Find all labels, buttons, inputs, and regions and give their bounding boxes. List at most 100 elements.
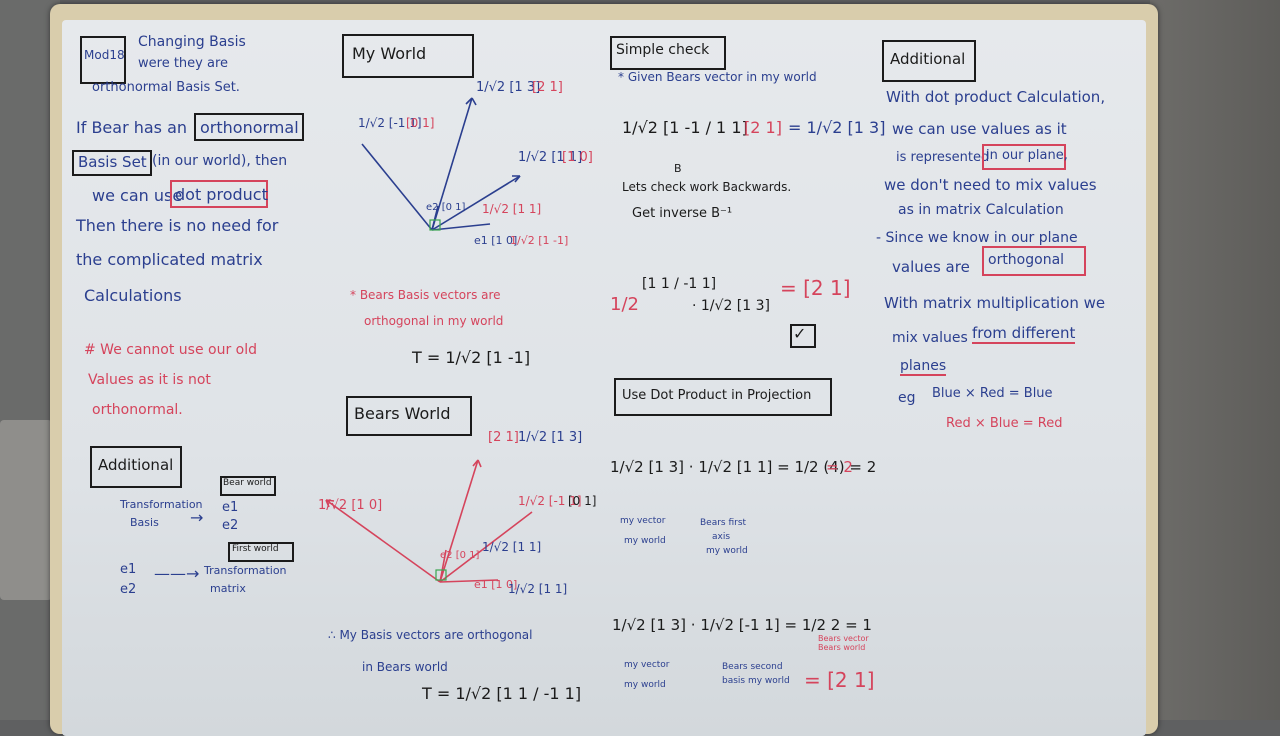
add-line7-box: orthogonal <box>988 252 1065 268</box>
col2-note-line1: * Bears Basis vectors are <box>350 288 501 302</box>
eq2-mat: [1 1 / -1 1] <box>642 276 717 292</box>
bw-green-square <box>435 569 447 581</box>
additional-box-left <box>90 446 182 488</box>
dot-product-box <box>170 180 268 208</box>
tick-mark: ✓ <box>793 324 807 343</box>
red-small: 1/√2 [1 1] <box>482 202 542 216</box>
bw-vector-up <box>439 459 479 583</box>
final-red: = [2 1] <box>804 668 875 692</box>
first-world-box <box>228 542 294 562</box>
transform-label2: Basis <box>130 516 159 529</box>
add-line6: - Since we know in our plane <box>876 230 1078 246</box>
bw-vec-d: 1/√2 [1 1] <box>482 540 542 554</box>
bw-e1: e1 [1 0] <box>474 578 518 591</box>
concl-line2: in Bears world <box>362 660 448 674</box>
vec-a: 1/√2 [1 3] <box>476 80 541 95</box>
e1-axis <box>431 223 491 231</box>
my-world-diagram <box>361 97 521 231</box>
para-line5: the complicated matrix <box>76 250 263 269</box>
note-line1: # We cannot use our old <box>84 342 258 358</box>
e2-a: e2 <box>222 518 239 533</box>
tick-box <box>790 324 816 348</box>
vector-up <box>431 97 473 231</box>
add-line4: we don't need to mix values <box>884 176 1097 194</box>
lbl-my-world1: my world <box>624 536 666 546</box>
vec-b-red: [0 1] <box>406 116 435 130</box>
para-box2: Basis Set <box>78 153 147 171</box>
transform-label3: Transformation <box>204 564 287 577</box>
bw-vec-a: 1/√2 [1 3] <box>518 430 583 445</box>
arrow-2: ——→ <box>154 564 200 583</box>
add-line1: With dot product Calculation, <box>886 88 1106 106</box>
bears-world-box <box>346 396 472 436</box>
e1-a: e1 <box>222 500 239 515</box>
lbl-bears-second: Bears second <box>722 662 783 672</box>
add-line3-box: in our plane, <box>986 148 1068 163</box>
bw-vec-c-red: [0 1] <box>568 494 597 508</box>
green-square <box>429 219 441 231</box>
concl-t: T = 1/√2 [1 1 / -1 1] <box>422 684 582 703</box>
heading-line2: were they are <box>138 56 229 71</box>
para-line6: Calculations <box>84 286 182 305</box>
bears-world-diagram <box>325 459 533 583</box>
add-line7: values are <box>892 258 970 276</box>
proj-eq2: 1/√2 [1 3] · 1/√2 [-1 1] = 1/2 2 = 1 <box>612 616 872 634</box>
bw-vector-right <box>439 511 533 583</box>
add-line2: we can use values as it <box>892 120 1067 138</box>
vec-c-red: [1 0] <box>562 150 593 165</box>
orthogonal-box <box>982 246 1086 276</box>
eq2-right-red: = [2 1] <box>780 276 851 300</box>
lbl-axis: axis <box>712 532 731 542</box>
e2-axis <box>431 205 439 231</box>
simple-check-box <box>610 36 726 70</box>
proj-eq: 1/√2 [1 3] · 1/√2 [1 1] = 1/2 (4) = 2 <box>610 458 877 476</box>
red-small2: 1/√2 [1 -1] <box>510 234 569 247</box>
e1-label: e1 [1 0] <box>474 234 518 247</box>
bw-e1-axis <box>439 579 499 583</box>
bears-vector-label: Bears vector Bears world <box>818 634 869 652</box>
whiteboard: Mod18 Changing Basis were they are ortho… <box>62 20 1146 736</box>
simple-check-title: Simple check <box>616 42 710 58</box>
lbl-basis-world: basis my world <box>722 676 790 686</box>
lbl-my-world2: my world <box>706 546 748 556</box>
my-world-box <box>342 34 474 78</box>
given-line: * Given Bears vector in my world <box>618 70 817 84</box>
additional-title-left: Additional <box>98 456 174 474</box>
lbl-my-world3: my world <box>624 680 666 690</box>
eq1-left: 1/√2 [1 -1 / 1 1] <box>622 118 748 137</box>
concl-line1: ∴ My Basis vectors are orthogonal <box>328 628 533 642</box>
para-box3: dot product <box>175 185 268 204</box>
transform-label4: matrix <box>210 582 246 595</box>
vec-a-red: [2 1] <box>532 80 563 95</box>
heading-line3: orthonormal Basis Set. <box>92 80 240 95</box>
bw-e2: e2 [0 1] <box>440 550 480 561</box>
eq1-right: = 1/√2 [1 3] <box>788 118 886 137</box>
bw-arrowhead-neg <box>325 499 335 508</box>
module-tag-box <box>80 36 126 84</box>
module-tag: Mod18 <box>84 48 125 62</box>
add-line5: as in matrix Calculation <box>898 202 1064 218</box>
bear-world-box <box>220 476 276 496</box>
eq1-mid-red: [2 1] <box>744 118 782 137</box>
arrowhead-right <box>512 175 521 183</box>
basis-set-box <box>72 150 152 176</box>
arrow-1: → <box>190 508 204 527</box>
my-world-title: My World <box>352 44 427 63</box>
eg-line2: Red × Blue = Red <box>946 416 1063 431</box>
proj-result-red: = 2 <box>826 458 853 476</box>
vector-neg <box>361 143 433 231</box>
box-world1: Bear world <box>223 478 272 488</box>
bw-vec-c: 1/√2 [-1 1] <box>518 494 582 508</box>
proj-title: Use Dot Product in Projection <box>622 388 812 403</box>
eg-line1: Blue × Red = Blue <box>932 386 1053 401</box>
vec-b: 1/√2 [-1 1] <box>358 116 422 130</box>
heading-line1: Changing Basis <box>138 34 246 50</box>
note-line3: orthonormal. <box>92 402 183 418</box>
box-world2: First world <box>232 544 279 554</box>
additional-box-right <box>882 40 976 82</box>
eq2-left-red: 1/2 <box>610 294 639 315</box>
wall-bracket <box>0 420 52 600</box>
eg-label: eg <box>898 390 916 406</box>
add-line10: planes <box>900 358 947 376</box>
projection-box <box>614 378 832 416</box>
